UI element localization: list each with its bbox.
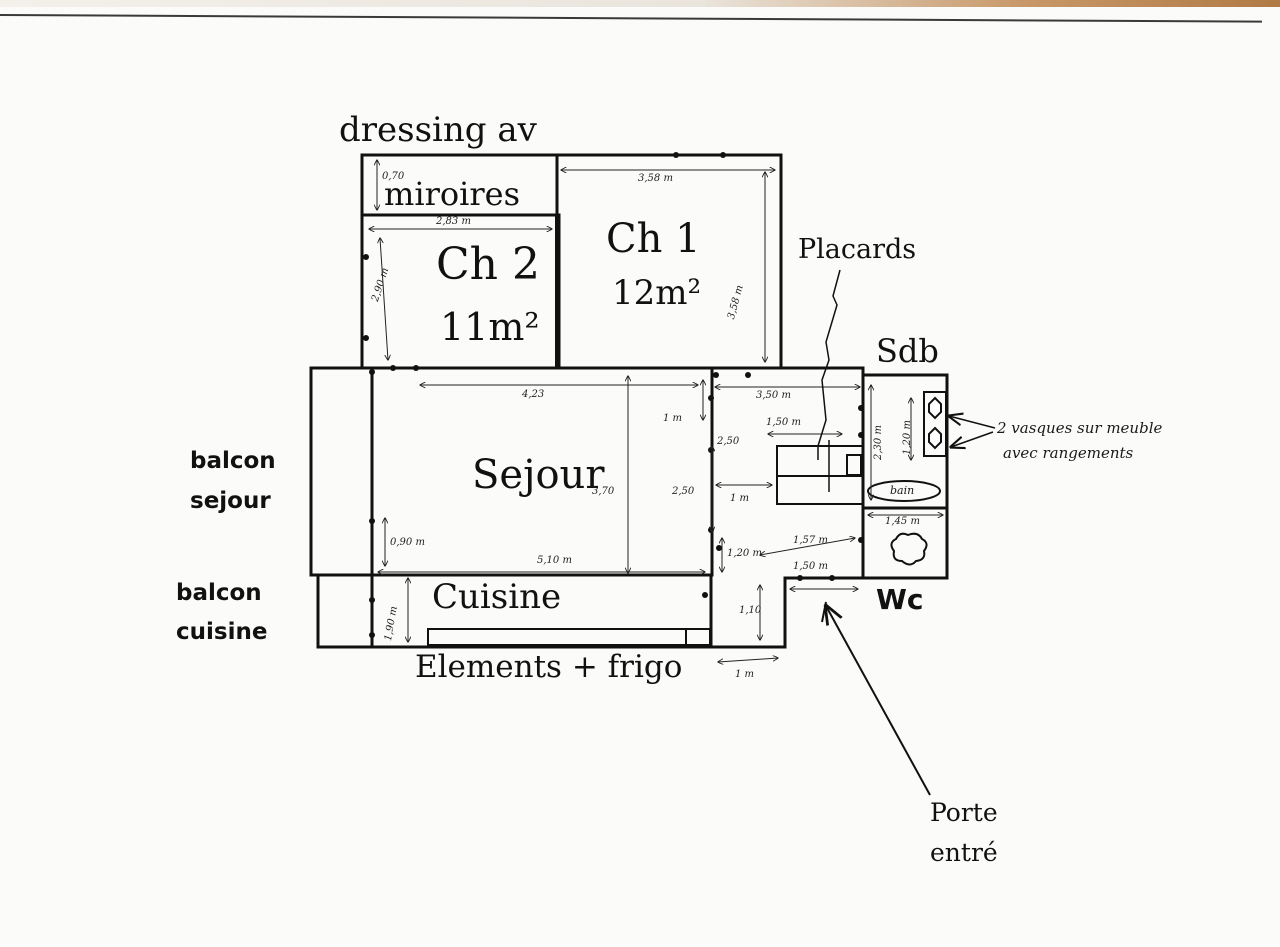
porte-arrow: [826, 606, 931, 796]
balcon-sejour-label-2: sejour: [190, 488, 271, 514]
elements-label: Elements + frigo: [415, 649, 683, 685]
dim-sejour-height: 3,70: [592, 486, 615, 497]
dim-couloir-110: 1,10: [739, 605, 762, 616]
balcon-sejour-label: balcon: [190, 448, 276, 474]
dim-wc-width: 1,50 m: [793, 561, 828, 572]
bain-note: bain: [890, 484, 915, 497]
dim-dressing-height: 0,70: [382, 171, 405, 182]
balcon-cuisine-label-2: cuisine: [176, 619, 268, 645]
dim-sdb-vasque: 1,20 m: [902, 420, 913, 455]
annotation-arrows: [817, 269, 996, 796]
porte-label: Porte: [930, 798, 998, 827]
placards-pointer: [817, 269, 841, 460]
vasques-note-2: avec rangements: [1003, 444, 1134, 462]
ch1-label: Ch 1: [606, 216, 701, 262]
dim-sejour-bottom: 5,10 m: [537, 555, 572, 566]
ch2-label: Ch 2: [436, 239, 540, 290]
dim-ch1-width: 3,58 m: [638, 173, 673, 184]
dim-sejour-side: 0,90 m: [390, 537, 425, 548]
dim-entree-1m: 1 m: [730, 493, 750, 504]
dim-sejour-width: 4,23: [522, 389, 545, 400]
wc-label: Wc: [876, 583, 924, 616]
dimension-lines: [369, 160, 943, 662]
vasques-note: 2 vasques sur meuble: [997, 419, 1163, 437]
dressing-label: dressing av: [339, 110, 537, 150]
sdb-fixtures: [867, 391, 947, 566]
dim-entree-250: 2,50: [672, 486, 695, 497]
sdb-label: Sdb: [876, 332, 939, 370]
ch2-area: 11m²: [440, 305, 540, 349]
placards-label: Placards: [798, 234, 917, 265]
kitchen-counter: [427, 628, 711, 646]
placards-cabinet: [776, 445, 864, 505]
porte-label-2: entré: [930, 838, 998, 867]
dim-sdb-width: 1,45 m: [885, 516, 920, 527]
dressing-label-2: miroires: [384, 175, 521, 213]
dim-entree-width: 3,50 m: [756, 390, 791, 401]
ch1-area: 12m²: [612, 273, 702, 313]
sejour-label: Sejour: [472, 452, 605, 498]
dim-couloir-120: 1,20 m: [727, 548, 762, 559]
dim-ch2-width: 2,83 m: [436, 216, 471, 227]
dim-couloir-250: 2,50: [717, 436, 740, 447]
dim-couloir-157: 1,57 m: [793, 535, 828, 546]
dim-sdb-height: 2,30 m: [873, 425, 884, 460]
dim-placards-width: 1,50 m: [766, 417, 801, 428]
dim-sejour-1m: 1 m: [663, 413, 683, 424]
balcon-cuisine-label: balcon: [176, 580, 262, 606]
cuisine-label: Cuisine: [432, 577, 562, 617]
photo-top-edge: [0, 0, 1280, 7]
dim-bottom-1m: 1 m: [735, 669, 755, 680]
wall-cuisine: [316, 573, 713, 649]
